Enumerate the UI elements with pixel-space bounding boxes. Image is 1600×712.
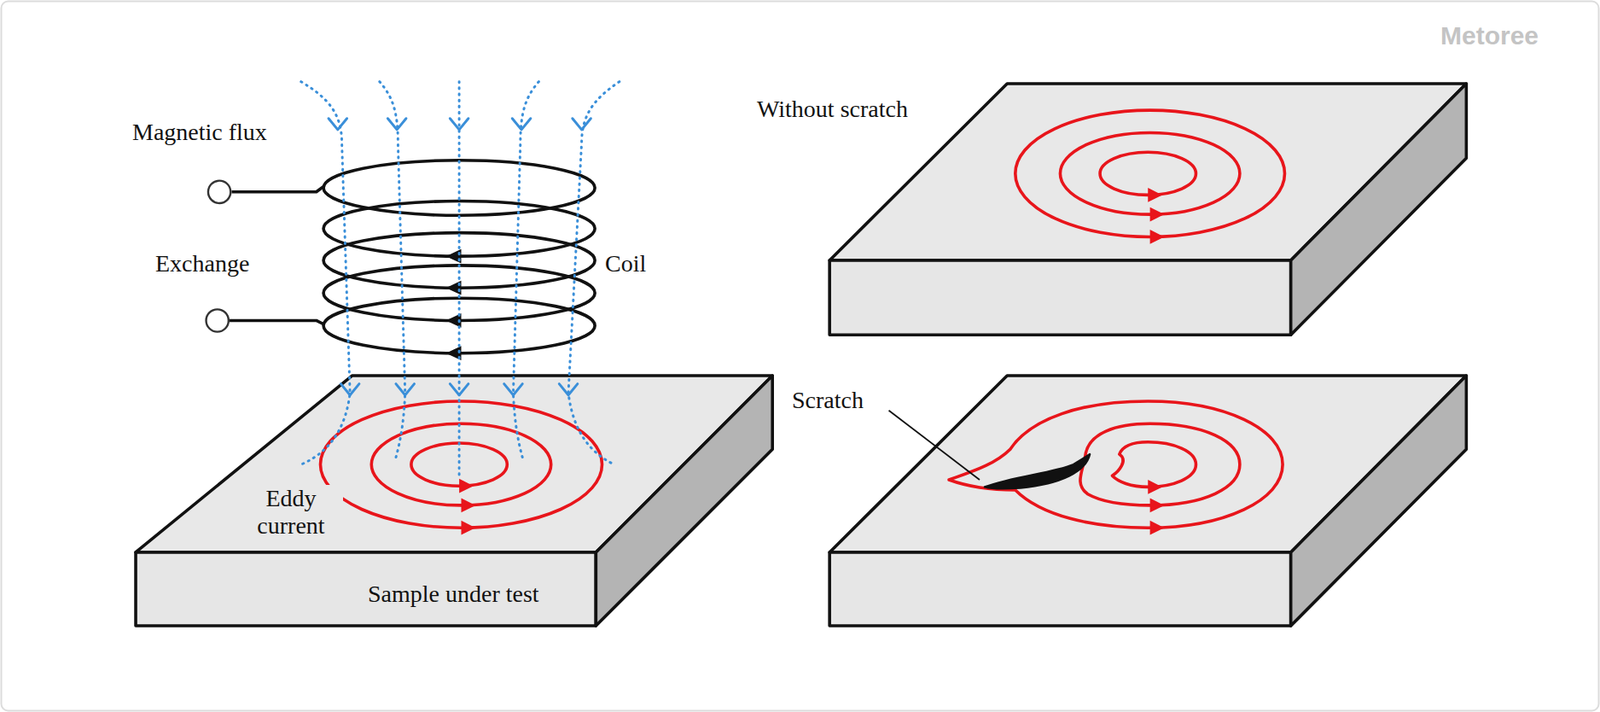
heading-label: Without scratch	[756, 94, 908, 124]
flux-arrowheads	[328, 118, 591, 396]
plate-with-scratch	[829, 375, 1467, 626]
sample-label: Sample under test	[365, 579, 542, 609]
eddy-current-loops	[1015, 110, 1286, 237]
eddy-arrows	[1147, 187, 1164, 245]
sample-plate	[135, 375, 773, 626]
flux-label: Magnetic flux	[132, 117, 268, 147]
distorted-eddy-loops	[948, 401, 1283, 528]
leader-line	[889, 410, 980, 480]
plate-without-scratch	[829, 83, 1467, 335]
eddy-arrows	[459, 478, 476, 536]
eddy-label: Eddy current	[238, 484, 344, 540]
coil	[229, 160, 595, 354]
eddy-current-loops	[320, 401, 602, 528]
coil-label: Coil	[605, 249, 646, 279]
scratch-mark	[984, 453, 1090, 489]
watermark: Metoree	[1440, 20, 1539, 52]
magnetic-flux-lines	[301, 81, 620, 480]
scratch-label: Scratch	[791, 385, 864, 415]
eddy-arrows	[1147, 479, 1164, 536]
terminal-label: Exchange	[155, 249, 250, 279]
